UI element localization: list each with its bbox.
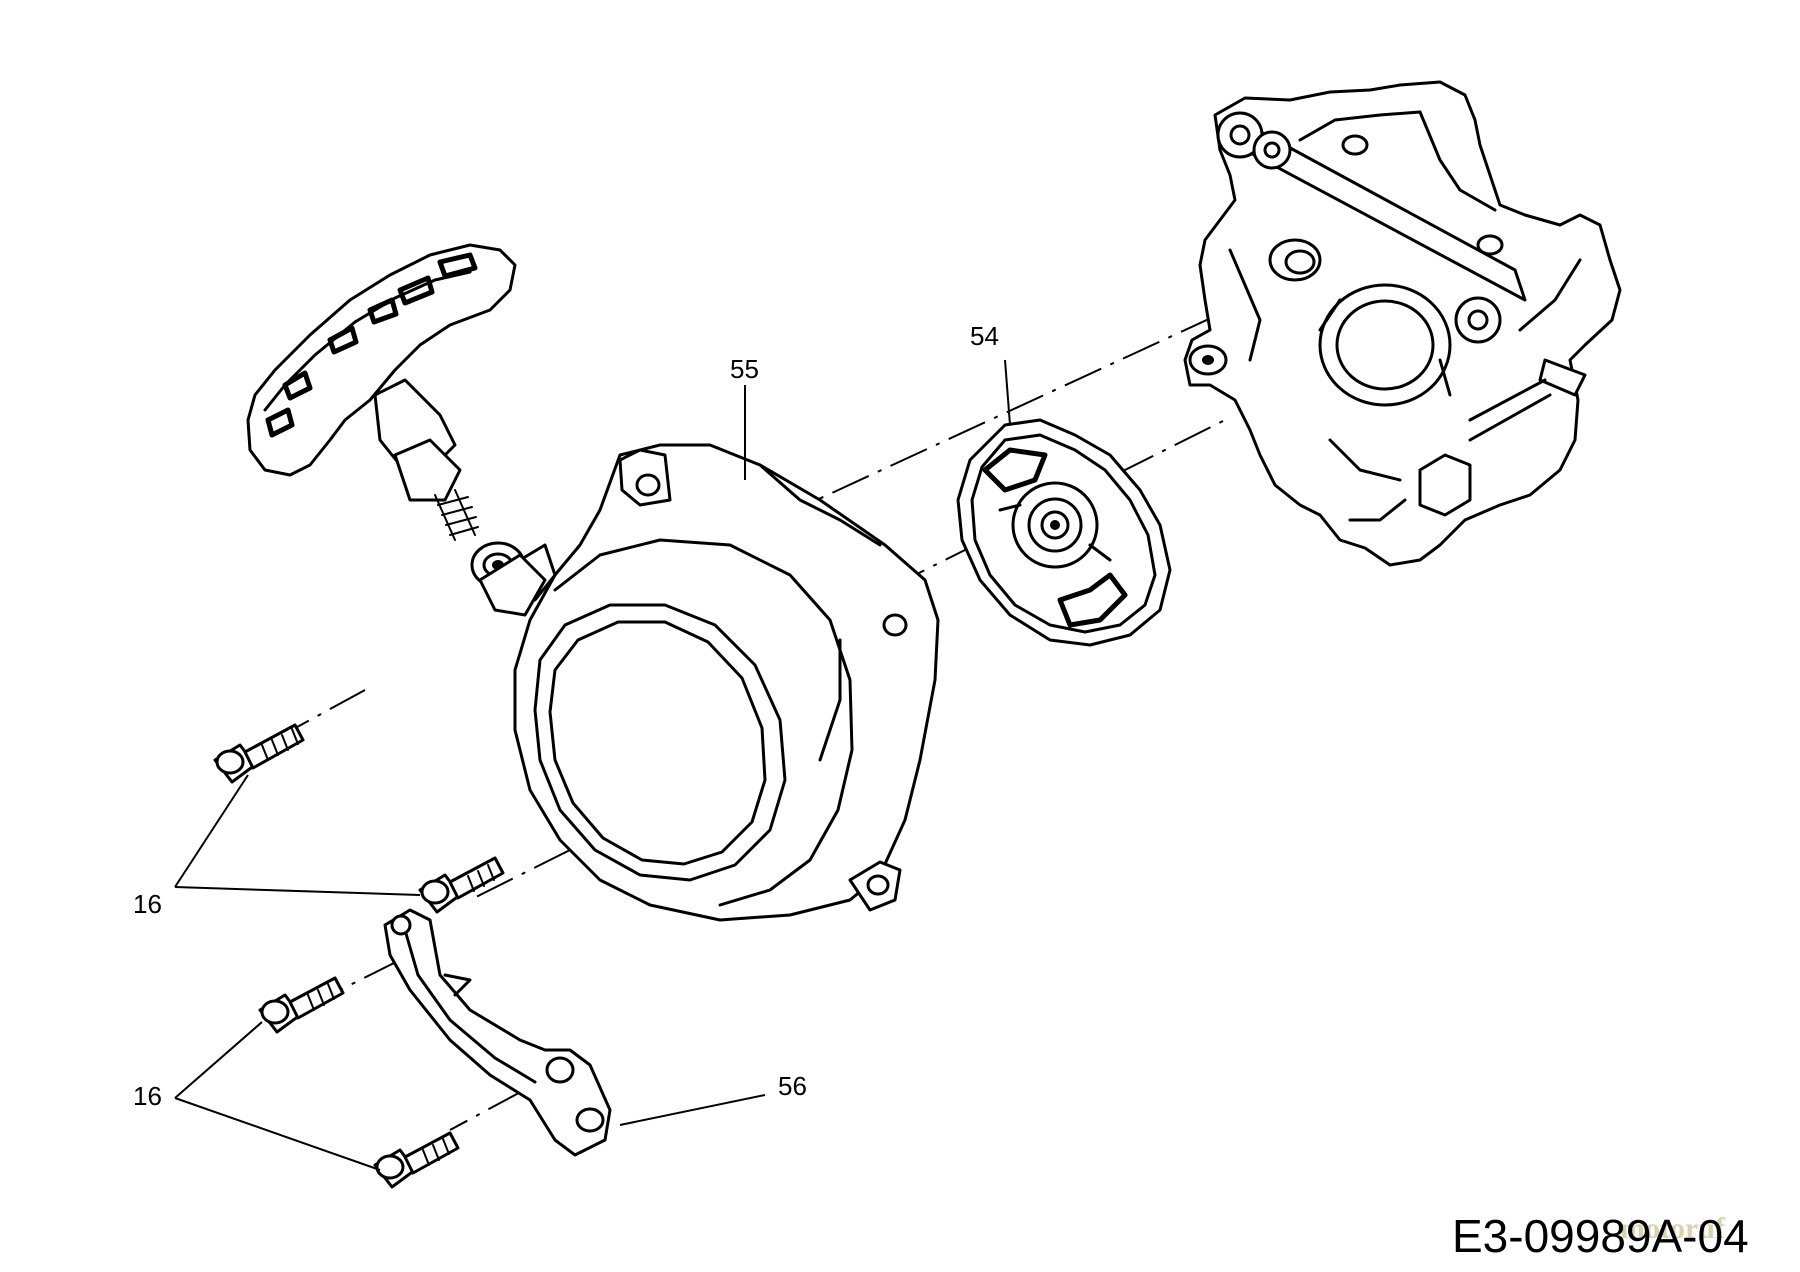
drawing-code: E3-09989A-04	[1452, 1210, 1749, 1262]
starter-cover-part-55	[493, 443, 940, 922]
screw-upper-left	[213, 723, 305, 784]
watermark-logo: motoruf	[1620, 1212, 1726, 1245]
screw-mid-left	[418, 856, 505, 914]
callout-56: 56	[778, 1071, 807, 1101]
screw-bottom	[373, 1131, 460, 1189]
callout-16-lower: 16	[133, 1081, 162, 1111]
callout-55: 55	[730, 354, 759, 384]
screw-lower-left	[258, 976, 345, 1034]
leader-lines	[174, 359, 1011, 1171]
callout-54: 54	[970, 321, 999, 351]
callout-16-upper: 16	[133, 889, 162, 919]
starter-pulley-part-54	[956, 418, 1172, 647]
bracket-part-56	[383, 908, 612, 1157]
crankcase-housing	[1183, 80, 1622, 567]
starter-rope-and-handle	[246, 243, 547, 617]
